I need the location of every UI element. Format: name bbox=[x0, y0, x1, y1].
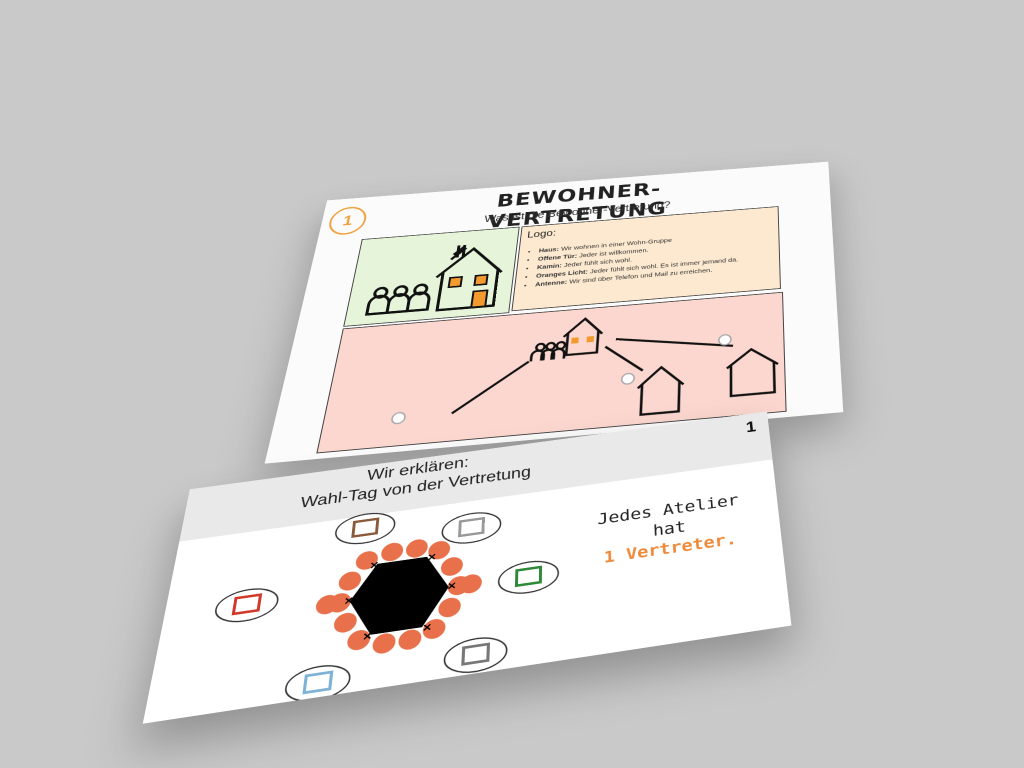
house-icon bbox=[562, 317, 603, 355]
election-day-card: Wir erklären: Wahl-Tag von der Vertretun… bbox=[143, 411, 792, 723]
house-with-people-icon bbox=[344, 227, 518, 325]
logo-illustration-panel bbox=[343, 227, 520, 327]
page-number: 1 bbox=[745, 419, 757, 437]
house-icon bbox=[727, 347, 779, 396]
explanation-text: Jedes Atelier hat 1 Vertreter. bbox=[587, 489, 753, 570]
page-number-badge: 1 bbox=[326, 206, 369, 237]
arrow-icon bbox=[452, 362, 529, 414]
house-icon bbox=[636, 365, 683, 415]
